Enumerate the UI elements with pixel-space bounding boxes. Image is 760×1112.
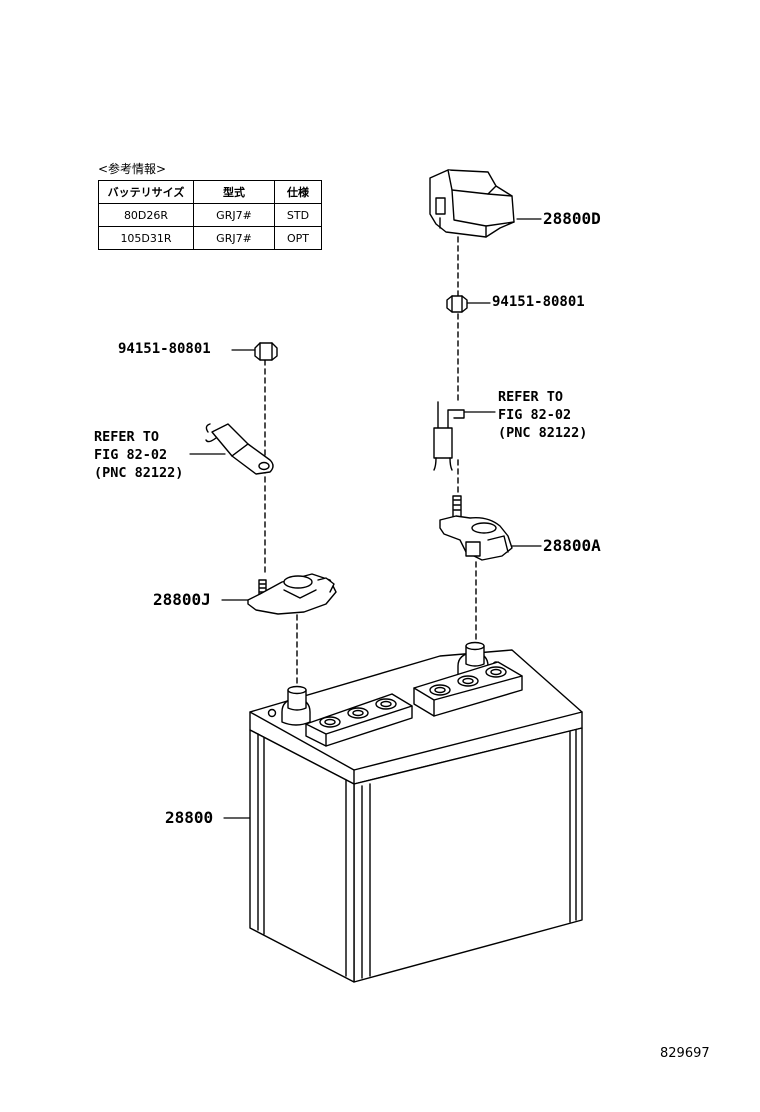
cell-caps-left (319, 698, 397, 728)
leader-lines (189, 218, 542, 819)
header-battery-size: バッテリサイズ (98, 180, 194, 204)
table-row: 80D26R GRJ7# STD (98, 203, 322, 227)
cable-end-left-part (205, 423, 274, 475)
cell-caps-right (429, 666, 507, 696)
header-spec: 仕様 (274, 180, 322, 204)
header-model: 型式 (193, 180, 275, 204)
nut-left-part (254, 342, 278, 361)
battery-part (249, 641, 583, 983)
reference-header-row: バッテリサイズ 型式 仕様 (98, 180, 322, 204)
table-cell: 105D31R (98, 226, 194, 250)
label-positive-terminal: 28800A (543, 536, 601, 555)
reference-table: バッテリサイズ 型式 仕様 80D26R GRJ7# STD 105D31R G… (98, 180, 322, 250)
refer-line: (PNC 82122) (498, 425, 588, 441)
label-terminal-cover: 28800D (543, 209, 601, 228)
label-negative-terminal: 28800J (153, 590, 211, 609)
positive-terminal-part (439, 495, 513, 561)
table-cell: GRJ7# (193, 203, 275, 227)
refer-line: REFER TO (498, 389, 564, 405)
table-cell: 80D26R (98, 203, 194, 227)
label-nut-left: 94151-80801 (118, 341, 211, 357)
negative-terminal-part (247, 573, 337, 615)
label-refer-right: REFER TO FIG 82-02 (PNC 82122) (498, 388, 587, 442)
figure-number: 829697 (660, 1046, 710, 1061)
label-refer-left: REFER TO FIG 82-02 (PNC 82122) (94, 428, 183, 482)
table-cell: STD (274, 203, 322, 227)
table-cell: OPT (274, 226, 322, 250)
cable-end-right-part (433, 401, 465, 471)
terminal-cover-part (429, 169, 515, 238)
assembly-guide-lines (264, 227, 477, 691)
refer-line: (PNC 82122) (94, 465, 184, 481)
reference-info-title: <参考情報> (98, 162, 167, 176)
refer-line: REFER TO (94, 429, 160, 445)
table-cell: GRJ7# (193, 226, 275, 250)
table-row: 105D31R GRJ7# OPT (98, 226, 322, 250)
nut-right-part (446, 295, 468, 313)
label-battery: 28800 (165, 808, 214, 827)
refer-line: FIG 82-02 (94, 447, 168, 463)
refer-line: FIG 82-02 (498, 407, 572, 423)
label-nut-right: 94151-80801 (492, 294, 585, 310)
